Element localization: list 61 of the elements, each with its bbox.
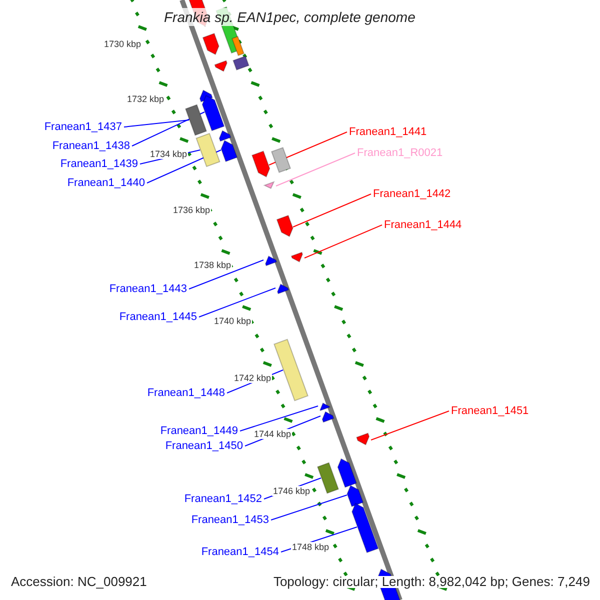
scale-label: 1736 kbp	[172, 205, 212, 215]
gene-label: Franean1_1452	[184, 493, 262, 505]
scale-label: 1746 kbp	[272, 486, 312, 496]
gene-feature	[263, 181, 274, 190]
gene-feature	[352, 502, 379, 554]
scale-label: 1738 kbp	[193, 260, 232, 270]
gene-label: Franean1_1454	[201, 546, 279, 558]
gene-label: Franean1_1453	[191, 514, 269, 526]
scale-label: 1730 kbp	[103, 39, 142, 49]
leader-line	[270, 494, 348, 520]
gene-label: Franean1_R0021	[357, 147, 443, 159]
leader-line	[292, 194, 372, 228]
gene-feature	[270, 146, 292, 174]
leader-line	[276, 152, 356, 186]
gene-label: Franean1_1450	[165, 440, 243, 452]
gene-feature	[218, 130, 232, 142]
gene-label: Franean1_1443	[109, 283, 187, 295]
scale-label: 1740 kbp	[213, 316, 252, 326]
gene-feature	[276, 214, 294, 238]
gene-feature	[202, 32, 220, 56]
leader-line	[198, 288, 276, 318]
gene-label: Franean1_1448	[147, 387, 225, 399]
gene-feature	[184, 104, 208, 136]
gene-label: Franean1_1449	[160, 425, 238, 437]
gene-feature	[265, 256, 278, 266]
footer-text: Topology: circular; Length: 8,982,042 bp; Genes: 7,249	[271, 576, 592, 588]
gene-feature	[196, 132, 220, 168]
gene-feature	[322, 411, 334, 423]
leader-line	[304, 224, 382, 258]
gene-label: Franean1_1440	[67, 177, 145, 189]
gene-feature	[277, 284, 290, 294]
gene-label: Franean1_1442	[373, 188, 451, 200]
gene-feature	[356, 432, 370, 446]
gene-feature	[274, 338, 308, 402]
leader-line	[240, 406, 318, 432]
scale-label: 1748 kbp	[291, 542, 330, 552]
gene-feature	[320, 402, 330, 412]
gene-feature	[290, 252, 303, 262]
gene-feature	[231, 36, 245, 56]
footer-text: Accession: NC_009921	[9, 576, 149, 588]
gene-feature	[214, 60, 228, 72]
scale-label: 1744 kbp	[253, 429, 292, 439]
scale-label: 1734 kbp	[149, 149, 188, 159]
gene-feature	[251, 150, 270, 178]
scale-label: 1732 kbp	[126, 94, 166, 104]
gene-feature	[346, 484, 364, 508]
scale-label: 1742 kbp	[233, 373, 272, 383]
leader-line	[370, 410, 450, 440]
gene-label: Franean1_1439	[60, 158, 138, 170]
gene-feature	[232, 55, 250, 71]
leader-line	[124, 120, 190, 128]
gene-label: Franean1_1438	[52, 140, 130, 152]
gene-feature	[316, 462, 340, 494]
gene-feature	[202, 94, 225, 132]
gene-label: Franean1_1444	[384, 219, 462, 231]
gene-label: Franean1_1441	[349, 126, 427, 138]
gene-label: Franean1_1445	[119, 311, 197, 323]
gene-label: Franean1_1437	[44, 121, 122, 133]
leader-line	[188, 260, 264, 290]
gene-label: Franean1_1451	[451, 405, 529, 417]
gene-feature	[337, 458, 358, 488]
